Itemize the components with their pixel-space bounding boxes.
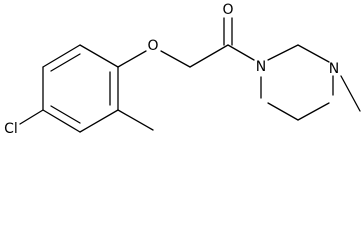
nitrogen-methyl-bond: [340, 75, 361, 112]
aromatic-double-bond-3: [50, 105, 81, 124]
ring-methyl-bond: [117, 109, 154, 131]
carbonyl-oxygen-label: O: [222, 2, 233, 18]
piperazine-bond-1: [267, 44, 299, 61]
amide-nitrogen-label: N: [256, 59, 266, 75]
ring-bond-2: [79, 44, 119, 68]
ether-oxygen-label: O: [147, 38, 158, 54]
chlorine-bond: [19, 109, 44, 125]
ring-bond-4: [79, 109, 119, 133]
methylene-carbonyl-bond: [189, 44, 229, 68]
aromatic-double-bond-1: [50, 53, 81, 72]
piperazine-bond-5: [267, 102, 299, 121]
carbonyl-nitrogen-bond: [227, 44, 255, 61]
piperazine-bond-2: [297, 44, 330, 63]
ring-oxygen-bond: [117, 50, 147, 68]
ring-bond-1: [42, 44, 81, 68]
piperazine-bond-4: [297, 102, 330, 121]
benzene-ring: [42, 44, 119, 133]
chlorine-atom-label: Cl: [4, 121, 18, 137]
ring-bond-5: [42, 109, 81, 133]
methyl-nitrogen-label: N: [329, 61, 339, 77]
oxygen-methylene-bond: [160, 50, 191, 68]
chemical-structure: Cl O O N N: [4, 2, 361, 137]
piperazine-ring: [260, 44, 334, 121]
